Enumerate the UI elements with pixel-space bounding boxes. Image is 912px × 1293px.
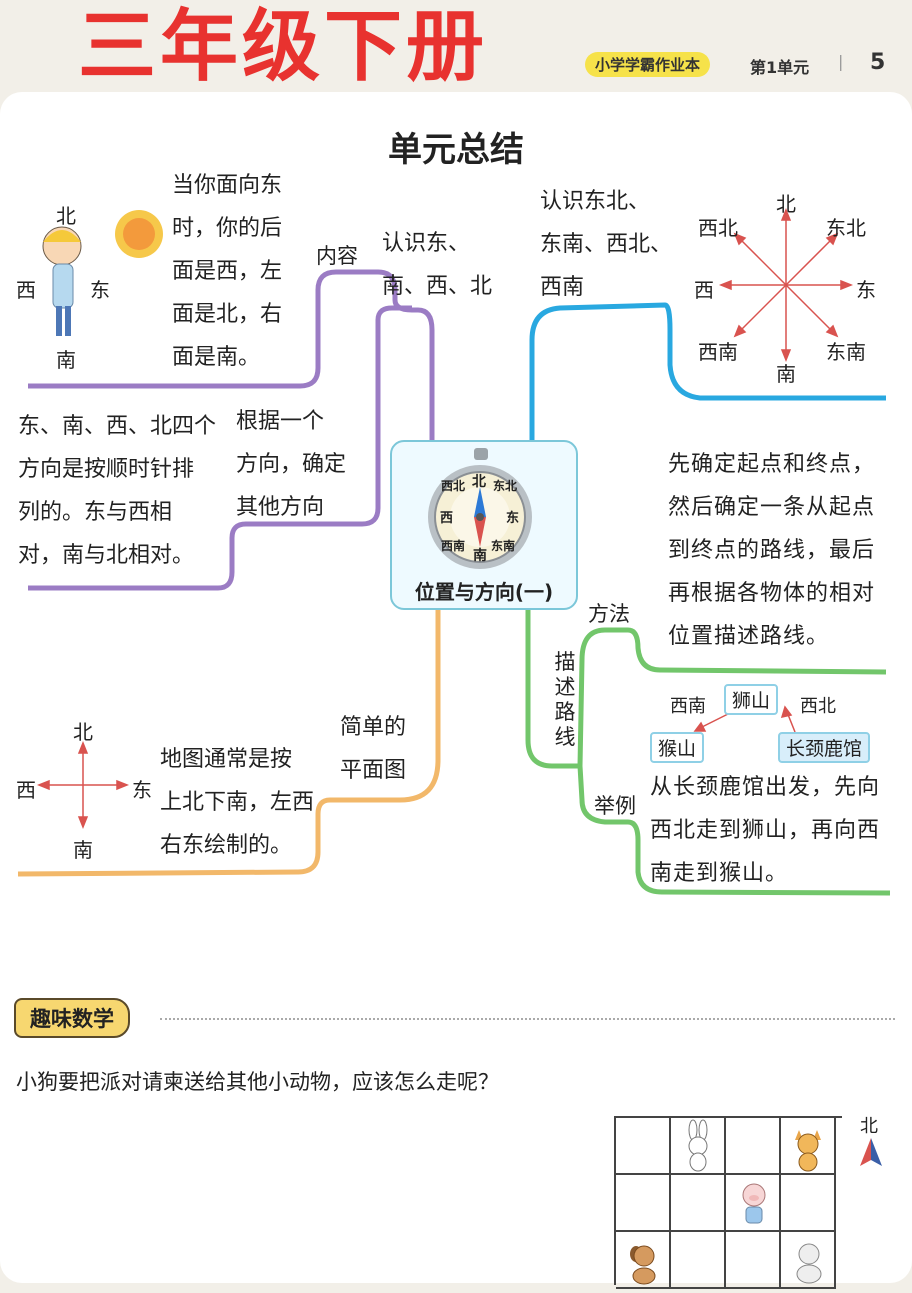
branch-green-example	[577, 765, 891, 896]
compass-front-se: 东南	[491, 539, 516, 553]
compass-front-ne: 东北	[493, 479, 518, 493]
compass-emblem-front	[428, 448, 532, 569]
figure-north: 北	[56, 204, 76, 228]
eight-north: 北	[776, 192, 796, 216]
clockwise-order-text: 东、南、西、北四个方向是按顺时针排列的。东与西相对，南与北相对。	[18, 414, 217, 568]
figure-west: 西	[16, 278, 36, 302]
grid-cell	[616, 1232, 671, 1289]
eight-southeast: 东南	[826, 340, 866, 364]
eight-west: 西	[694, 278, 714, 302]
example-dir-northwest: 西北	[800, 696, 836, 717]
grid-north-label: 北	[860, 1116, 878, 1137]
route-arrows	[693, 705, 796, 733]
branch-purple-mid	[28, 305, 412, 591]
example-dir-southwest: 西南	[670, 696, 706, 717]
eight-south: 南	[776, 362, 796, 386]
grid-cell	[726, 1232, 781, 1289]
example-text: 从长颈鹿馆出发，先向西北走到狮山，再向西南走到猴山。	[650, 775, 881, 886]
page-number: 5	[870, 50, 886, 75]
eight-east: 东	[856, 278, 876, 302]
grid-cell	[616, 1118, 671, 1175]
cross-west: 西	[16, 778, 36, 802]
place-giraffe-hall: 长颈鹿馆	[778, 732, 871, 763]
compass-front-e: 东	[506, 511, 520, 526]
book-title: 三年级下册	[78, 2, 489, 92]
compass-front-nw: 西北	[441, 479, 466, 493]
branch-orange	[17, 606, 441, 877]
method-label: 方法	[588, 602, 630, 626]
four-direction-cross	[36, 740, 130, 830]
method-text: 先确定起点和终点，然后确定一条从起点到终点的路线，最后再根据各物体的相对位置描述…	[668, 452, 876, 649]
facing-east-text: 当你面向东时，你的后面是西，左面是北，右面是南。	[172, 173, 283, 370]
fun-math-question: 小狗要把派对请柬送给其他小动物，应该怎么走呢？	[16, 1070, 499, 1094]
grid-cell	[671, 1118, 726, 1175]
figure-east: 东	[90, 278, 110, 302]
grid-cell	[671, 1175, 726, 1232]
north-arrow-icon	[860, 1138, 882, 1166]
determine-directions-label: 根据一个方向，确定其他方向	[236, 409, 347, 520]
compass-front-n: 北	[472, 474, 486, 490]
center-label: 位置与方向(一)	[414, 580, 554, 604]
grid-cell	[616, 1175, 671, 1232]
grid-cell	[726, 1175, 781, 1232]
cross-south: 南	[73, 838, 93, 862]
grid-cell	[781, 1232, 836, 1289]
know-four-directions-label: 认识东、南、西、北	[382, 231, 493, 299]
compass-front-sw: 西南	[441, 539, 466, 553]
sheep-icon	[796, 1243, 822, 1284]
branch-green	[525, 606, 580, 769]
grid-cell	[781, 1175, 836, 1232]
grid-cell	[781, 1118, 836, 1175]
eight-northwest: 西北	[698, 216, 738, 240]
animal-grid	[614, 1116, 842, 1289]
figure-south: 南	[56, 348, 76, 372]
eight-northeast: 东北	[826, 216, 866, 240]
simple-plan-label: 简单的平面图	[340, 715, 407, 783]
cat-icon	[795, 1130, 821, 1172]
puppy-icon	[630, 1245, 656, 1285]
grid-cell	[671, 1232, 726, 1289]
map-convention-text: 地图通常是按上北下南，左西右东绘制的。	[160, 747, 315, 858]
compass-front-s: 南	[473, 548, 487, 564]
branch-purple-top	[28, 269, 435, 440]
header-separator: |	[838, 52, 844, 71]
rabbit-icon	[688, 1119, 708, 1172]
know-diagonal-directions-text: 认识东北、东南、西北、西南	[540, 189, 673, 300]
eight-direction-diagram	[718, 207, 854, 363]
branch-blue	[529, 302, 886, 440]
sun-icon	[115, 210, 163, 258]
child-figure-icon	[42, 226, 82, 336]
branch-label-content: 内容	[316, 244, 358, 268]
pig-icon	[742, 1183, 766, 1224]
place-lion-hill: 狮山	[724, 684, 779, 715]
dotted-divider	[160, 1018, 895, 1020]
place-monkey-hill: 猴山	[650, 732, 705, 763]
branch-green-method	[577, 627, 887, 767]
summary-title: 单元总结	[388, 130, 524, 170]
cross-north: 北	[73, 720, 93, 744]
eight-southwest: 西南	[698, 340, 738, 364]
unit-label: 第1单元	[750, 58, 810, 77]
example-label: 举例	[594, 794, 636, 818]
cross-east: 东	[132, 778, 152, 802]
series-badge: 小学学霸作业本	[585, 52, 711, 77]
describe-route-label: 描述路线	[554, 650, 576, 749]
fun-math-label: 趣味数学	[14, 998, 130, 1038]
compass-front-w: 西	[440, 511, 454, 526]
grid-cell	[726, 1118, 781, 1175]
